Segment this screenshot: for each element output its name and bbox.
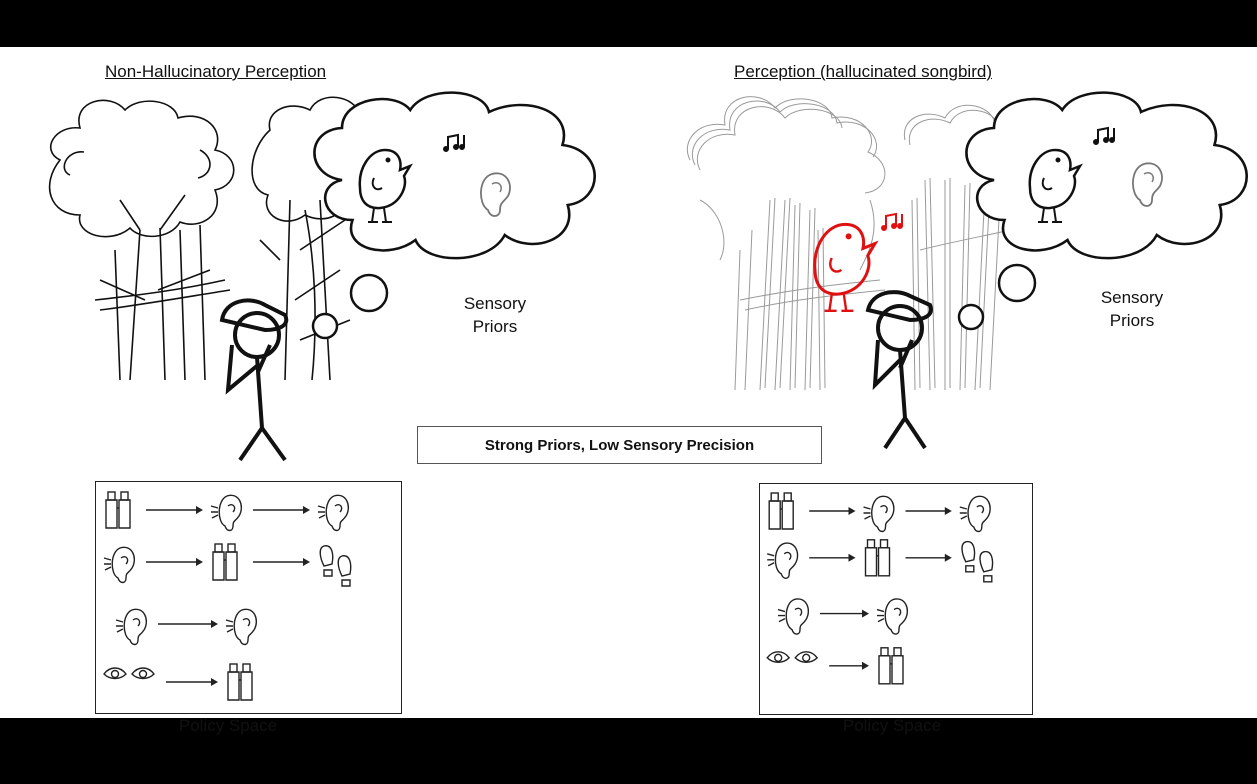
ear-icon: [777, 598, 810, 635]
arrow: [820, 609, 869, 618]
binoculars-icon: [768, 492, 794, 530]
left-trees: [48, 96, 376, 381]
center-condition-box: Strong Priors, Low Sensory Precision: [417, 426, 822, 464]
ear-icon: [959, 495, 991, 533]
binoculars-icon: [878, 647, 904, 685]
left-sensory-label-line2: Priors: [472, 317, 518, 336]
top-letterbox-bar: [0, 0, 1257, 47]
right-policy-title: Policy Space: [842, 716, 942, 735]
arrow: [253, 506, 310, 514]
binoculars-icon: [864, 539, 891, 577]
right-policy-diagram: [766, 492, 994, 685]
right-stick-figure: [865, 290, 933, 450]
ear-icon: [115, 608, 148, 646]
right-thought-bubble-large: [997, 263, 1037, 303]
binoculars-icon: [105, 491, 131, 529]
ear-icon: [863, 495, 895, 533]
binoculars-icon: [227, 663, 253, 701]
left-policy-diagram: [103, 491, 352, 701]
eyes-icon: [103, 667, 155, 680]
left-policy-box: [95, 481, 402, 714]
ear-icon: [317, 494, 350, 532]
ear-icon: [225, 608, 258, 646]
bottom-letterbox-bar: [0, 718, 1257, 784]
right-faded-trees: [687, 96, 1011, 391]
ear-icon: [876, 598, 909, 635]
ear-icon: [210, 494, 243, 532]
left-sensory-priors-label: Sensory Priors: [450, 292, 540, 338]
red-music-notes-icon: [880, 213, 904, 232]
left-thought-cloud: [313, 91, 597, 260]
left-panel-title: Non-Hallucinatory Perception: [105, 62, 327, 81]
arrow: [146, 558, 203, 566]
arrow: [158, 620, 218, 628]
arrow: [809, 553, 856, 562]
left-stick-figure: [219, 298, 289, 462]
ear-icon: [103, 546, 136, 584]
center-condition-label: Strong Priors, Low Sensory Precision: [484, 436, 755, 454]
arrow: [829, 661, 869, 670]
arrow: [809, 507, 856, 515]
left-policy-title: Policy Space: [178, 716, 278, 735]
right-thought-cloud: [965, 91, 1249, 260]
eyes-icon: [766, 651, 819, 663]
footprints-icon: [961, 540, 994, 583]
footprints-icon: [319, 545, 352, 587]
left-thought-bubble-small: [311, 312, 339, 340]
ear-icon: [767, 542, 799, 579]
binoculars-icon: [212, 543, 238, 581]
right-sensory-priors-label: Sensory Priors: [1087, 286, 1177, 332]
arrow: [905, 553, 952, 562]
arrow: [166, 678, 218, 686]
right-panel-title: Perception (hallucinated songbird): [734, 62, 992, 81]
left-sensory-label-line1: Sensory: [463, 294, 527, 313]
right-thought-bubble-small: [957, 303, 985, 331]
right-sensory-label-line2: Priors: [1109, 311, 1155, 330]
arrow: [146, 506, 203, 514]
right-policy-box: [759, 483, 1033, 715]
arrow: [253, 558, 310, 566]
left-thought-bubble-large: [349, 273, 389, 313]
right-sensory-label-line1: Sensory: [1100, 288, 1164, 307]
arrow: [905, 507, 952, 515]
